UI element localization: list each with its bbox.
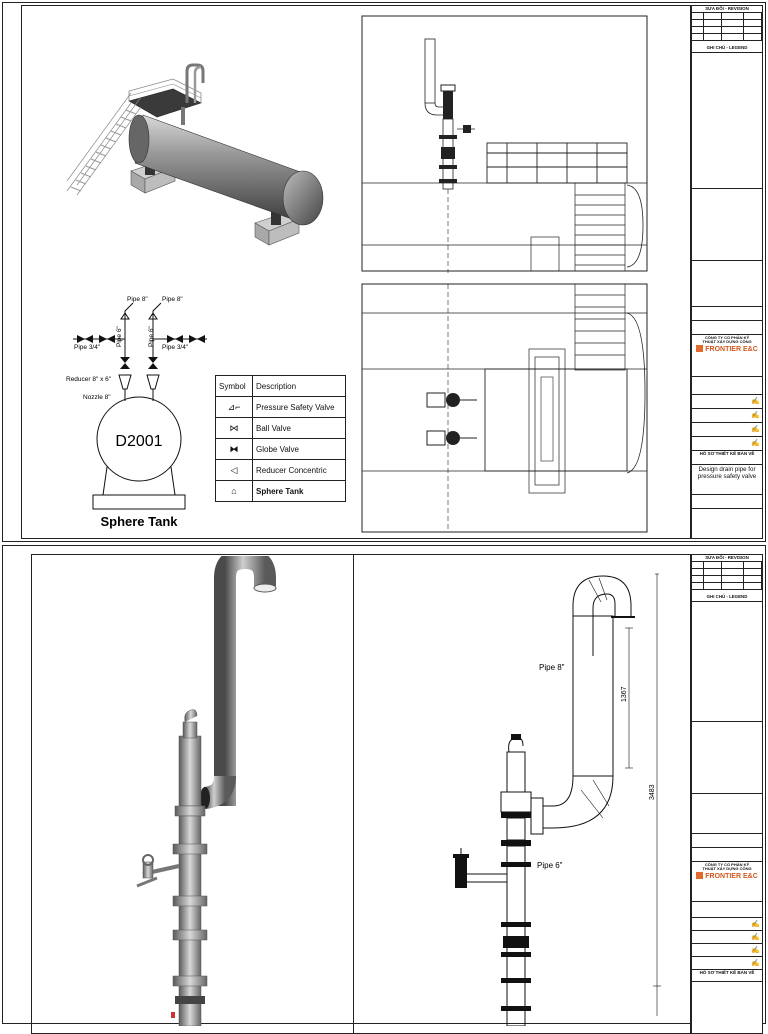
signature-icon: ✍ bbox=[751, 958, 760, 967]
legend-row: ⋈ Ball Valve bbox=[215, 417, 346, 439]
signature-icon: ✍ bbox=[751, 932, 760, 941]
project-area bbox=[692, 794, 762, 834]
legend-description: Sphere Tank bbox=[252, 480, 346, 502]
legend-description: Reducer Concentric bbox=[252, 459, 346, 481]
signature-row: ✍ bbox=[692, 437, 762, 451]
drawing-title: Design drain pipe for pressure safety va… bbox=[692, 465, 762, 495]
legend-description: Globe Valve bbox=[252, 438, 346, 460]
frontier-logo-icon bbox=[696, 345, 704, 353]
legend-description: Pressure Safety Valve bbox=[252, 396, 346, 418]
key-plan-area bbox=[692, 189, 762, 261]
pressure-safety-valve-icon: ⊿⌐ bbox=[227, 401, 241, 412]
detail-label-pipe6: Pipe 6" bbox=[537, 861, 563, 870]
revision-grid bbox=[692, 13, 762, 42]
company-line1: CÔNG TY CỔ PHẦN KỸ bbox=[704, 861, 750, 867]
tank-caption: Sphere Tank bbox=[100, 514, 178, 529]
company-logo: FRONTIER E&C bbox=[694, 345, 760, 354]
company-line2: THUẬT XÂY DỰNG CÔNG bbox=[702, 339, 752, 345]
signature-row: ✍ bbox=[692, 409, 762, 423]
owner-area bbox=[692, 321, 762, 335]
signature-row: ✍ bbox=[692, 918, 762, 931]
legend-row: ⊿⌐ Pressure Safety Valve bbox=[215, 396, 346, 418]
design-phase: HỒ SƠ THIẾT KẾ BẢN VẼ bbox=[692, 970, 762, 982]
psv-3d-render bbox=[136, 556, 277, 1026]
reducer-concentric-icon: ◁ bbox=[230, 464, 238, 475]
signature-row: ✍ bbox=[692, 957, 762, 970]
schematic-label-pipe34-right: Pipe 3/4" bbox=[162, 344, 189, 351]
dimension-long: 3483 bbox=[649, 784, 656, 800]
drawing-number-area bbox=[692, 495, 762, 509]
notes-header: GHI CHÚ - LEGEND bbox=[692, 45, 762, 53]
project-area bbox=[692, 261, 762, 307]
signature-row: ✍ bbox=[692, 423, 762, 437]
item-area bbox=[692, 307, 762, 321]
signature-icon: ✍ bbox=[751, 919, 760, 928]
revision-header: SỬA ĐỔI - REVISION bbox=[692, 6, 762, 14]
sheet1-drawing-frame bbox=[21, 5, 691, 539]
title-block-sheet2: SỬA ĐỔI - REVISION GHI CHÚ - LEGEND CÔNG… bbox=[691, 554, 763, 1034]
revision-header: SỬA ĐỔI - REVISION bbox=[692, 555, 762, 563]
schematic-label-pipe34-left: Pipe 3/4" bbox=[74, 344, 101, 351]
tank-id-label: D2001 bbox=[115, 433, 162, 450]
company-area: CÔNG TY CỔ PHẦN KỸ THUẬT XÂY DỰNG CÔNG F… bbox=[692, 335, 762, 377]
detail-label-pipe8: Pipe 8" bbox=[539, 663, 565, 672]
sphere-tank-icon: ⌂ bbox=[231, 486, 237, 496]
plan-view-bottom bbox=[361, 283, 648, 533]
legend-row: ⧓ Globe Valve bbox=[215, 438, 346, 460]
signature-icon: ✍ bbox=[751, 411, 760, 420]
sphere-tank-schematic: Pipe 8" Pipe 8" Pipe 6" Pipe 6" Pipe 3/4… bbox=[66, 296, 207, 529]
signature-icon: ✍ bbox=[751, 439, 760, 448]
signature-row: ✍ bbox=[692, 931, 762, 944]
isometric-tank-view bbox=[66, 63, 324, 246]
key-plan-area bbox=[692, 722, 762, 794]
company-logo-text: FRONTIER E&C bbox=[705, 872, 758, 880]
schematic-label-pipe6-right: Pipe 6" bbox=[148, 326, 155, 347]
schematic-label-pipe6-left: Pipe 6" bbox=[116, 326, 123, 347]
globe-valve-icon: ⧓ bbox=[229, 443, 239, 454]
company-area: CÔNG TY CỔ PHẦN KỸ THUẬT XÂY DỰNG CÔNG F… bbox=[692, 862, 762, 902]
schematic-label-pipe8-left: Pipe 8" bbox=[127, 296, 148, 303]
signature-row: ✍ bbox=[692, 944, 762, 957]
revision-grid bbox=[692, 562, 762, 591]
disclaimer-area bbox=[692, 377, 762, 395]
notes-header: GHI CHÚ - LEGEND bbox=[692, 594, 762, 602]
legend-header-symbol: Symbol bbox=[215, 375, 253, 397]
company-logo-text: FRONTIER E&C bbox=[705, 345, 758, 353]
signature-icon: ✍ bbox=[751, 397, 760, 406]
owner-area bbox=[692, 848, 762, 862]
notes-area bbox=[692, 53, 762, 189]
signature-row: ✍ bbox=[692, 395, 762, 409]
symbol-legend-table: Symbol Description ⊿⌐ Pressure Safety Va… bbox=[215, 375, 346, 502]
legend-row: ⌂ Sphere Tank bbox=[215, 480, 346, 502]
schematic-label-reducer: Reducer 8" x 6" bbox=[66, 376, 112, 383]
ball-valve-icon: ⋈ bbox=[229, 422, 239, 433]
drawing-sheet-2: Pipe 8" 1367 3483 Pipe 6" bbox=[2, 545, 766, 1034]
design-phase: HỒ SƠ THIẾT KẾ BẢN VẼ bbox=[692, 451, 762, 465]
notes-area bbox=[692, 602, 762, 722]
item-area bbox=[692, 834, 762, 848]
signature-icon: ✍ bbox=[751, 425, 760, 434]
drawing-sheet-1: Pipe 8" Pipe 8" Pipe 6" Pipe 6" Pipe 3/4… bbox=[2, 2, 766, 542]
legend-header-description: Description bbox=[252, 375, 346, 397]
disclaimer-area bbox=[692, 902, 762, 918]
sheet2-divider bbox=[353, 554, 354, 1034]
legend-row: ◁ Reducer Concentric bbox=[215, 459, 346, 481]
signature-icon: ✍ bbox=[751, 945, 760, 954]
company-line1: CÔNG TY CỔ PHẦN KỸ bbox=[704, 334, 750, 340]
legend-description: Ball Valve bbox=[252, 417, 346, 439]
title-block-sheet1: SỬA ĐỔI - REVISION GHI CHÚ - LEGEND CÔNG… bbox=[691, 5, 763, 539]
company-line2: THUẬT XÂY DỰNG CÔNG bbox=[702, 866, 752, 872]
schematic-label-pipe8-right: Pipe 8" bbox=[162, 296, 183, 303]
dimension-short: 1367 bbox=[621, 686, 628, 702]
psv-detail-drawing: Pipe 8" 1367 3483 Pipe 6" bbox=[453, 573, 661, 1026]
elevation-view-top bbox=[361, 15, 648, 273]
company-logo: FRONTIER E&C bbox=[694, 872, 760, 881]
schematic-label-nozzle: Nozzle 8" bbox=[83, 394, 111, 401]
frontier-logo-icon bbox=[696, 872, 704, 880]
